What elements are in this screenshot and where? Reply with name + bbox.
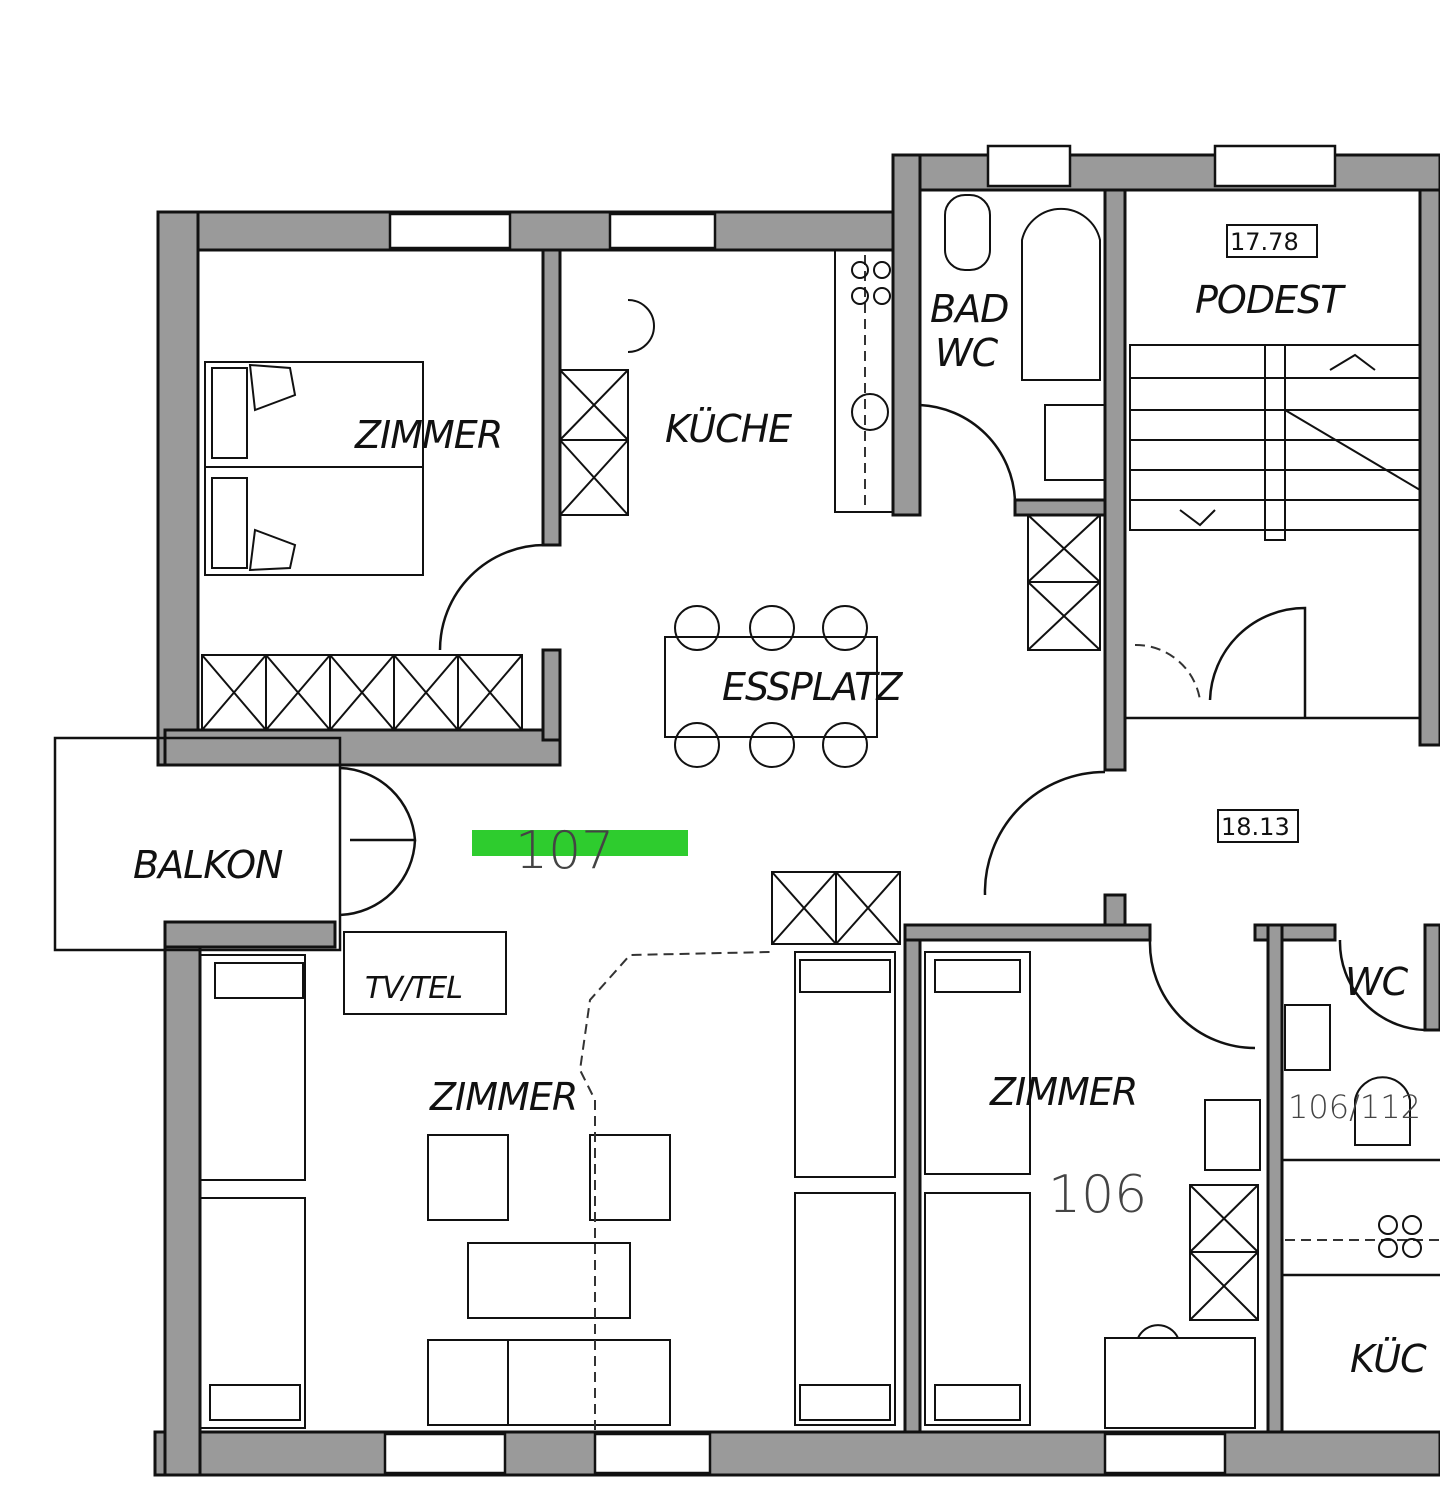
unit-number-107: 107: [515, 821, 614, 881]
room-label-kueche-right: KÜC: [1350, 1337, 1427, 1381]
unit-number-106: 106: [1048, 1165, 1147, 1225]
balcony: [53, 736, 417, 952]
highlight-bar: [472, 830, 688, 856]
door-swings: [438, 403, 1426, 1050]
area-label-hall: 18.13: [1221, 813, 1290, 841]
stairs: [1129, 344, 1421, 541]
room-label-tv-tel: TV/TEL: [365, 971, 462, 1006]
room-label-bad: BAD: [930, 287, 1008, 331]
room-label-zimmer-right: ZIMMER: [989, 1070, 1137, 1114]
furniture: [199, 194, 1440, 1430]
interior-walls: [541, 188, 1440, 1434]
dining-table: [664, 605, 878, 768]
room-label-zimmer: ZIMMER: [354, 413, 502, 457]
room-label-kueche: KÜCHE: [665, 407, 792, 451]
room-label-essplatz: ESSPLATZ: [722, 665, 903, 709]
unit-number-106-112: 106/112: [1288, 1088, 1421, 1126]
area-label-podest: 17.78: [1230, 228, 1299, 256]
room-label-podest: PODEST: [1195, 278, 1346, 322]
room-label-balkon: BALKON: [133, 843, 283, 887]
room-label-wc-right: WC: [1345, 960, 1409, 1004]
cabinet-row: [201, 654, 523, 731]
room-label-zimmer-left: ZIMMER: [429, 1075, 577, 1119]
exterior-walls: [153, 144, 1440, 1477]
room-label-wc: WC: [935, 331, 999, 375]
handwritten-labels: 107 106 106/112: [515, 821, 1421, 1225]
room-labels: ZIMMER KÜCHE BAD WC 17.78 PODEST ESSPLAT…: [133, 224, 1428, 1381]
